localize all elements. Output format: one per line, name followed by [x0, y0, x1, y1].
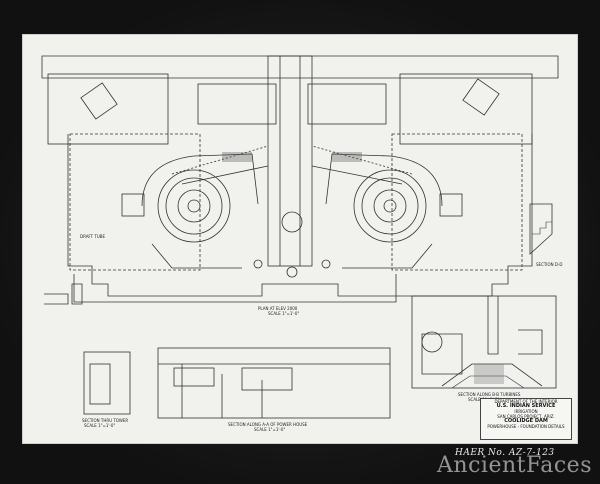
title-line: POWERHOUSE - FOUNDATION DETAILS	[487, 424, 565, 429]
title-line: DEPARTMENT OF THE INTERIOR	[494, 399, 558, 404]
haer-annotation: HAER No. AZ-7-123	[455, 448, 555, 458]
room	[47, 73, 169, 145]
room	[307, 83, 387, 125]
center-well	[281, 211, 303, 233]
dam-outline	[67, 134, 533, 297]
turbine-right	[325, 153, 443, 269]
section-turbines	[411, 295, 557, 389]
section-right-label: SECTION D-D	[536, 262, 563, 267]
section-power-house-label: SECTION ALONG A-A OF POWER HOUSE	[228, 422, 308, 427]
outline-wall	[391, 133, 523, 271]
conduit	[311, 165, 403, 185]
central-shaft	[267, 55, 313, 267]
outline-wall	[41, 55, 559, 79]
blueprint-sheet: PLAN AT ELEV 2000 SCALE 1"=1'-0" SECTION…	[22, 34, 578, 444]
penstock-left	[121, 193, 145, 217]
title-line: SAN CARLOS PROJECT, ARIZ.	[497, 414, 555, 419]
title-block: DEPARTMENT OF THE INTERIOR U.S. INDIAN S…	[480, 398, 572, 440]
plan-scale: SCALE 1"=1'-0"	[268, 311, 300, 316]
plan-label: PLAN AT ELEV 2000	[258, 306, 298, 311]
section-tower-label: SECTION THRU TOWER	[82, 418, 129, 423]
outline-wall	[69, 133, 201, 271]
conduit	[171, 145, 269, 175]
conduit	[311, 145, 413, 175]
stair-detail	[529, 203, 553, 255]
lower-outline	[73, 274, 397, 303]
title-line: COOLIDGE DAM	[504, 418, 548, 424]
section-tower-scale: SCALE 1"=1'-0"	[84, 423, 116, 428]
conduit	[181, 165, 269, 185]
turbine-left	[141, 153, 259, 269]
blueprint-drawing	[41, 55, 559, 419]
room	[197, 83, 277, 125]
vent-square	[80, 82, 118, 120]
section-power-house	[157, 347, 391, 419]
section-turbines-label: SECTION ALONG B-B TURBINES	[458, 392, 521, 397]
title-line: IRRIGATION	[514, 409, 538, 414]
section-tower	[83, 351, 131, 415]
draft-tube-label: DRAFT TUBE	[80, 234, 106, 239]
section-power-house-scale: SCALE 1"=1'-0"	[254, 427, 286, 432]
vent-square	[462, 78, 500, 116]
title-line: U.S. INDIAN SERVICE	[496, 403, 556, 409]
watermark-text: AncientFaces	[437, 453, 592, 478]
room	[399, 73, 533, 145]
penstock-right	[439, 193, 463, 217]
